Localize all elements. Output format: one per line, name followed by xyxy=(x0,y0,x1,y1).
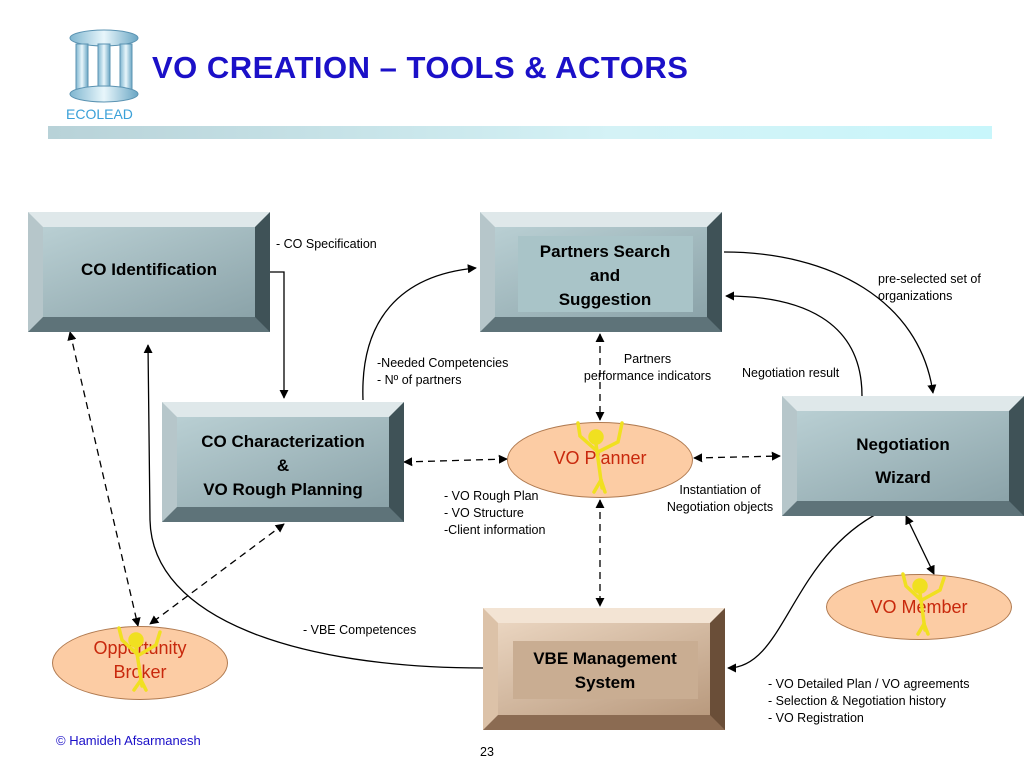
note-needed-competencies: -Needed Competencies - Nº of partners xyxy=(377,356,509,387)
partners-search-label: Partners Search and Suggestion xyxy=(539,242,671,309)
co-characterization-box xyxy=(162,402,404,522)
ecolead-columns-icon xyxy=(69,29,139,103)
negotiation-wizard-label: Negotiation Wizard xyxy=(856,435,950,487)
vbe-management-label: VBE Management System xyxy=(533,649,677,692)
dashed-cochar-planner xyxy=(403,454,508,467)
co-identification-box xyxy=(28,212,270,332)
note-negotiation-result: Negotiation result xyxy=(742,366,840,380)
note-preselected-organizations: pre-selected set of organizations xyxy=(878,272,981,303)
header-divider-bar xyxy=(48,126,992,139)
ecolead-logo xyxy=(66,28,142,104)
negotiation-wizard-box xyxy=(782,396,1024,516)
arrow-wizard-member xyxy=(905,515,935,575)
brand-label: ECOLEAD xyxy=(66,106,133,122)
dashed-cochar-broker xyxy=(149,523,285,625)
arrow-member-to-vbe xyxy=(727,501,905,673)
note-vo-detailed-plan: - VO Detailed Plan / VO agreements - Sel… xyxy=(768,677,970,725)
co-characterization-label: CO Characterization & VO Rough Planning xyxy=(201,432,365,499)
arrow-wizard-to-partners xyxy=(725,291,863,397)
page-number: 23 xyxy=(480,745,494,759)
vo-member-figure-icon xyxy=(901,572,946,636)
note-vbe-competences: - VBE Competences xyxy=(303,623,417,637)
dashed-planner-wizard xyxy=(693,451,781,463)
vo-planner-figure-icon xyxy=(576,421,624,494)
note-partners-performance: Partners performance indicators xyxy=(583,352,712,383)
vbe-management-inner-panel xyxy=(513,641,698,699)
opportunity-broker-figure-icon xyxy=(117,626,162,692)
partners-search-inner-panel xyxy=(518,236,693,312)
copyright-footer: © Hamideh Afsarmanesh xyxy=(56,733,201,748)
arrow-partners-to-wizard xyxy=(723,251,937,394)
page-title: VO CREATION – TOOLS & ACTORS xyxy=(152,50,689,85)
note-instantiation: Instantiation of Negotiation objects xyxy=(666,483,774,514)
vo-planner-label: VO Planner xyxy=(553,448,647,468)
note-vo-rough-plan: - VO Rough Plan - VO Structure -Client i… xyxy=(444,489,546,537)
dashed-coid-broker xyxy=(67,331,141,627)
arrow-cochar-to-partners xyxy=(362,264,477,401)
co-identification-label: CO Identification xyxy=(81,260,217,279)
note-co-specification: - CO Specification xyxy=(276,237,377,251)
arrow-coid-to-cochar xyxy=(270,271,289,399)
vo-member-label: VO Member xyxy=(870,597,968,617)
